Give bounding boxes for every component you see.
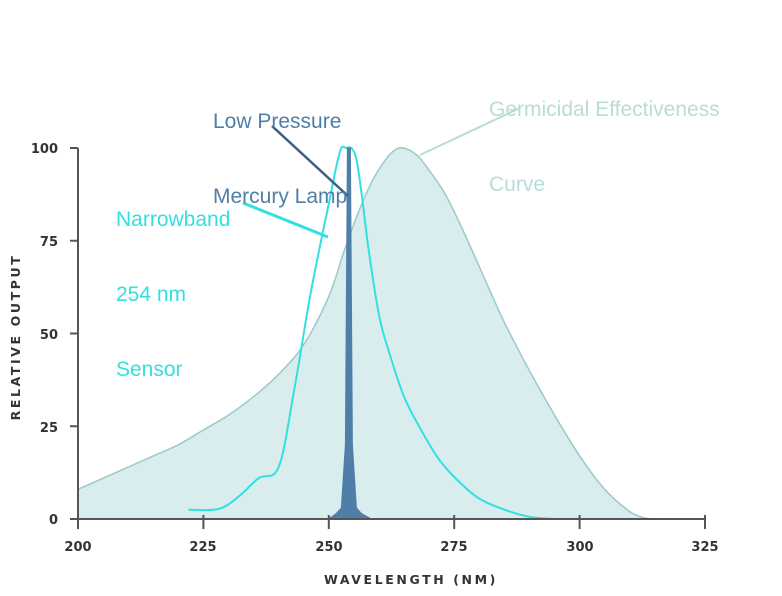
sensor-leader-line bbox=[242, 201, 329, 239]
germicidal-label-line-2: Curve bbox=[489, 173, 546, 196]
x-axis-title: WAVELENGTH (NM) bbox=[324, 572, 498, 587]
narrowband-254-nm-sensor-series bbox=[188, 145, 555, 520]
x-tick-label: 225 bbox=[189, 540, 216, 555]
germicidal-leader-line bbox=[419, 107, 521, 156]
x-tick-label: 250 bbox=[315, 540, 342, 555]
y-tick-label: 100 bbox=[31, 142, 58, 157]
germicidal-label-line-1: Germicidal Effectiveness bbox=[489, 98, 720, 121]
lamp-label-line-1: Low Pressure bbox=[213, 110, 342, 133]
y-tick-label: 0 bbox=[49, 513, 58, 528]
sensor-label: Narrowband 254 nm Sensor bbox=[116, 157, 230, 407]
mercury-lamp-label: Low Pressure Mercury Lamp bbox=[213, 59, 347, 234]
y-tick-label: 25 bbox=[40, 421, 58, 436]
sensor-label-line-2: 254 nm bbox=[116, 283, 187, 306]
axes bbox=[77, 148, 705, 528]
germicidal-effectiveness-curve-series bbox=[77, 146, 655, 520]
tick-marks bbox=[70, 147, 706, 529]
x-tick-label: 325 bbox=[691, 540, 718, 555]
lamp-label-line-2: Mercury Lamp bbox=[213, 185, 348, 208]
low-pressure-mercury-lamp-series bbox=[326, 147, 374, 520]
x-tick-label: 300 bbox=[566, 540, 593, 555]
y-tick-label: 50 bbox=[40, 328, 58, 343]
y-tick-label: 75 bbox=[40, 235, 58, 250]
x-tick-label: 275 bbox=[440, 540, 467, 555]
plot-area bbox=[77, 145, 655, 520]
germicidal-curve-label: Germicidal Effectiveness Curve bbox=[489, 47, 720, 222]
sensor-label-line-3: Sensor bbox=[116, 358, 183, 381]
sensor-label-line-1: Narrowband bbox=[116, 208, 231, 231]
x-tick-label: 200 bbox=[64, 540, 91, 555]
y-axis-title: RELATIVE OUTPUT bbox=[8, 254, 23, 421]
lamp-leader-line bbox=[271, 125, 349, 197]
